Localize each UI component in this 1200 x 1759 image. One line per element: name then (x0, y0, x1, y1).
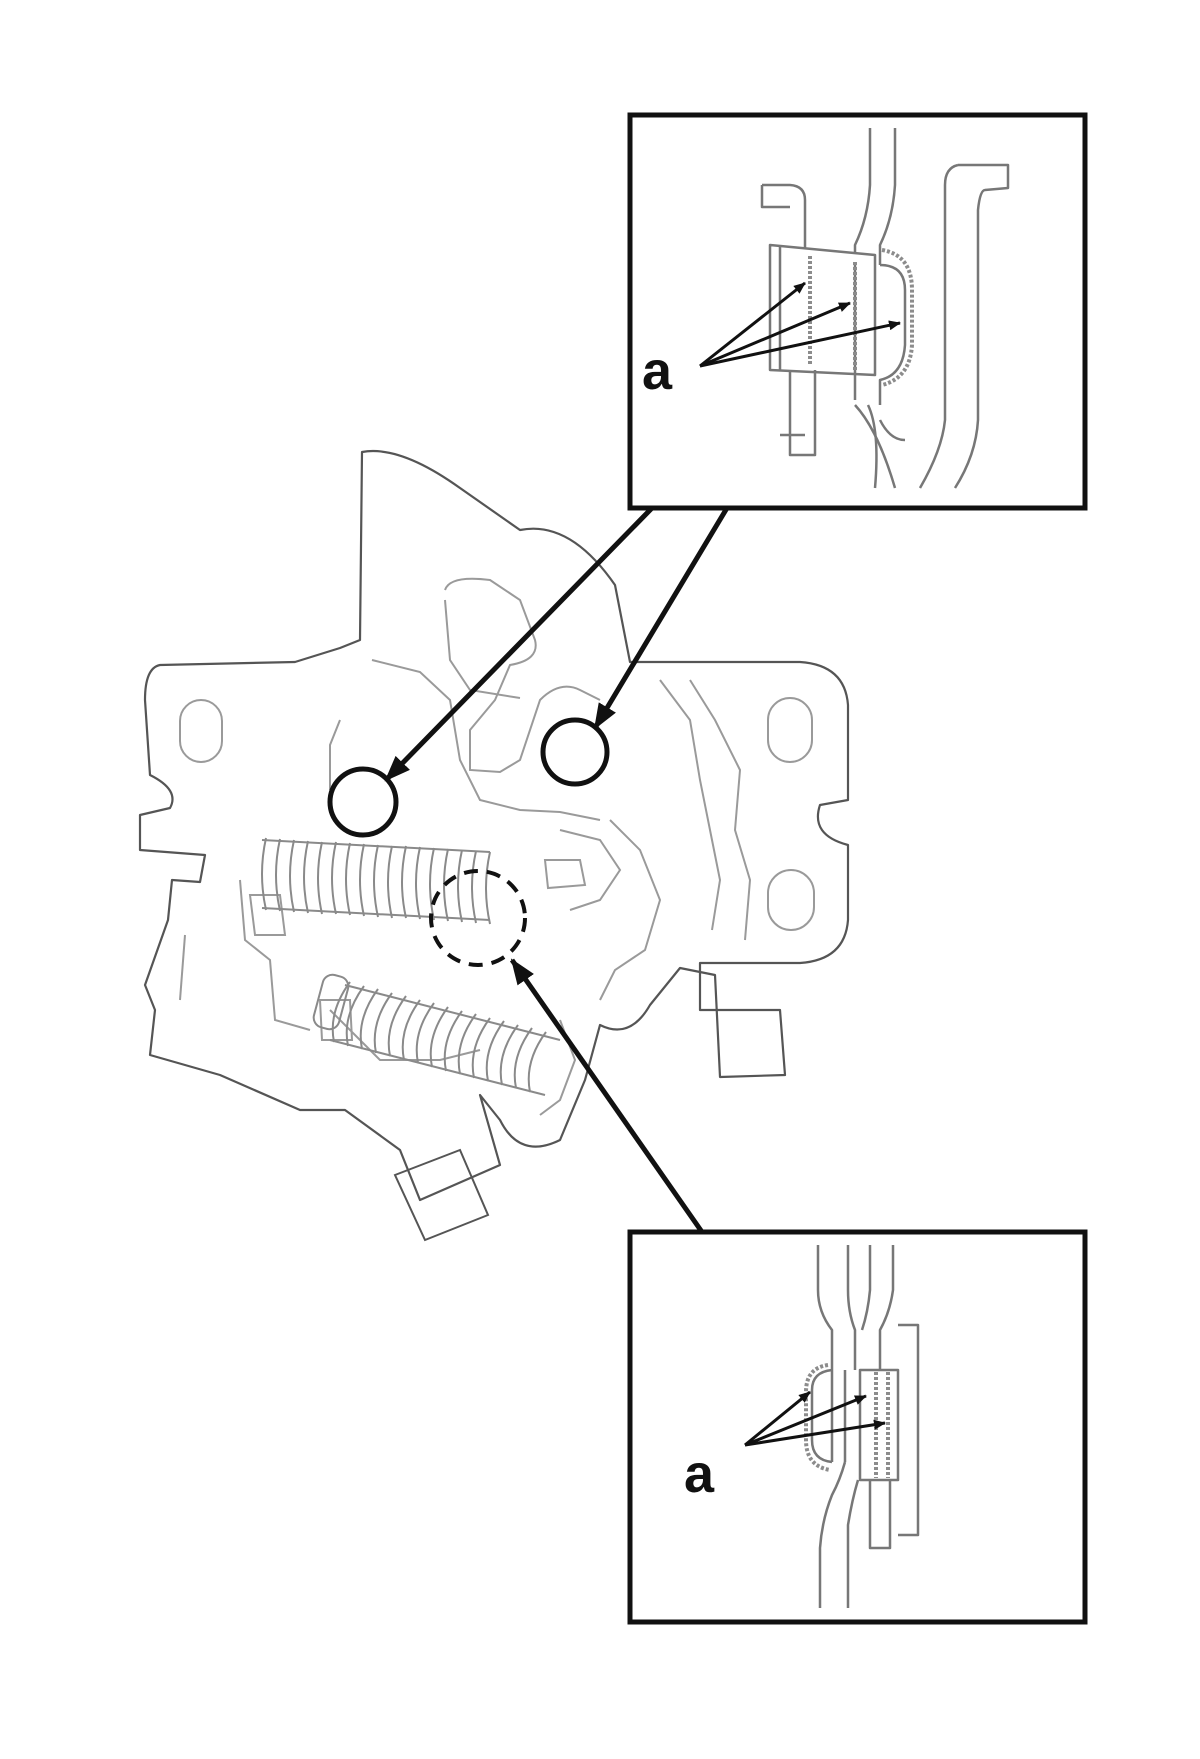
bottom-callout-arrow-3 (744, 1419, 886, 1447)
lubrication-point-right-circle (540, 717, 610, 787)
left-mount-slot (179, 699, 223, 763)
leader-arrow-to-right-circle (592, 506, 730, 730)
hood-lock-assembly (138, 450, 850, 1202)
right-mount-slot-upper (767, 697, 813, 763)
bottom-callout-arrow-2 (744, 1394, 867, 1447)
base-plate-outline (138, 450, 850, 1202)
top-callout-arrow-1 (699, 281, 806, 368)
leader-arrow-to-hidden-circle (509, 958, 705, 1234)
upper-spring (261, 837, 491, 925)
lubrication-point-left-circle (327, 766, 399, 838)
top-callout-arrow-3 (699, 320, 901, 368)
bottom-detail-view (627, 1229, 1088, 1625)
lower-spring (312, 973, 561, 1096)
top-callout-label: a (642, 341, 673, 401)
lubrication-point-hidden-circle (429, 869, 527, 967)
top-grease-marking (808, 248, 914, 387)
bottom-callout-arrow-1 (744, 1390, 811, 1447)
top-detail-view (627, 112, 1088, 511)
leader-arrow-to-left-circle (384, 506, 654, 782)
right-mount-slot-lower (767, 869, 815, 931)
bottom-callout-label: a (684, 1444, 715, 1504)
inner-parts (179, 577, 815, 1242)
top-callout-arrow-2 (699, 301, 851, 368)
